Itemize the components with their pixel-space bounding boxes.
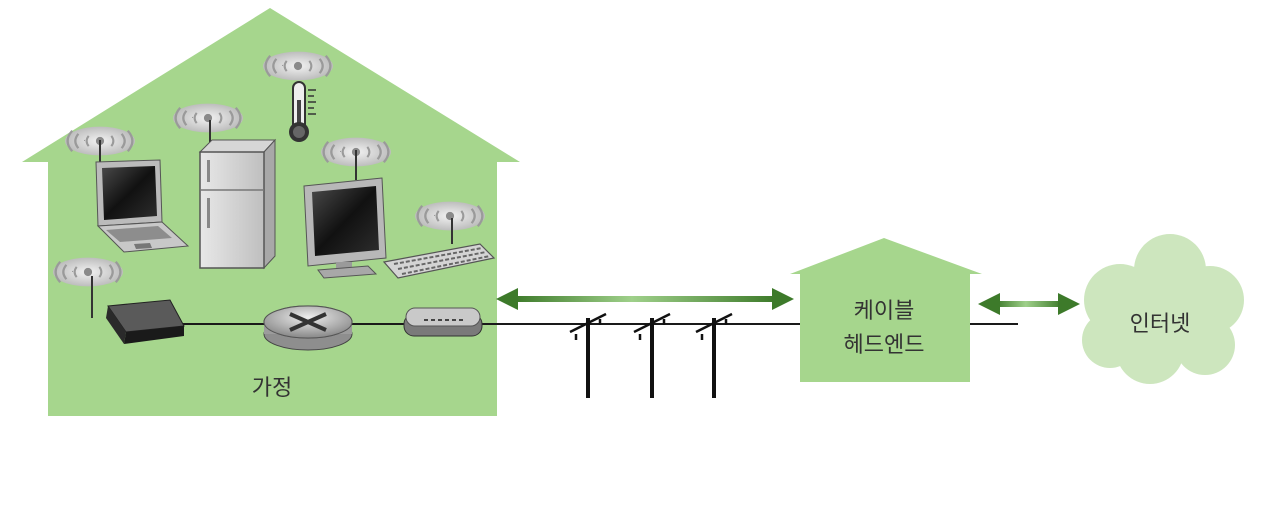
cloud-icon [1082, 234, 1244, 384]
utility-pole-icon [568, 312, 608, 400]
wifi-signal-icon [52, 256, 124, 288]
keyboard-icon [382, 218, 496, 279]
utility-pole-icon [694, 312, 734, 400]
wifi-signal-icon [262, 50, 334, 82]
home-headend-arrow [496, 288, 794, 310]
wifi-signal-icon [414, 200, 486, 232]
cable-headend-building [790, 238, 982, 382]
headend-label-line1: 케이블 [854, 299, 915, 324]
wireless-access-point-icon [91, 276, 185, 344]
cable-modem-icon [403, 307, 483, 337]
headend-label-line2: 헤드엔드 [844, 333, 925, 358]
refrigerator-icon [198, 120, 277, 270]
internet-label: 인터넷 [1130, 312, 1191, 337]
thermometer-icon [289, 81, 316, 142]
utility-pole-icon [632, 312, 672, 400]
laptop-icon [95, 140, 190, 253]
router-icon [263, 305, 353, 351]
monitor-icon [303, 150, 387, 279]
home-label: 가정 [252, 376, 292, 401]
wifi-signal-icon [172, 102, 244, 134]
headend-internet-arrow [978, 293, 1080, 315]
